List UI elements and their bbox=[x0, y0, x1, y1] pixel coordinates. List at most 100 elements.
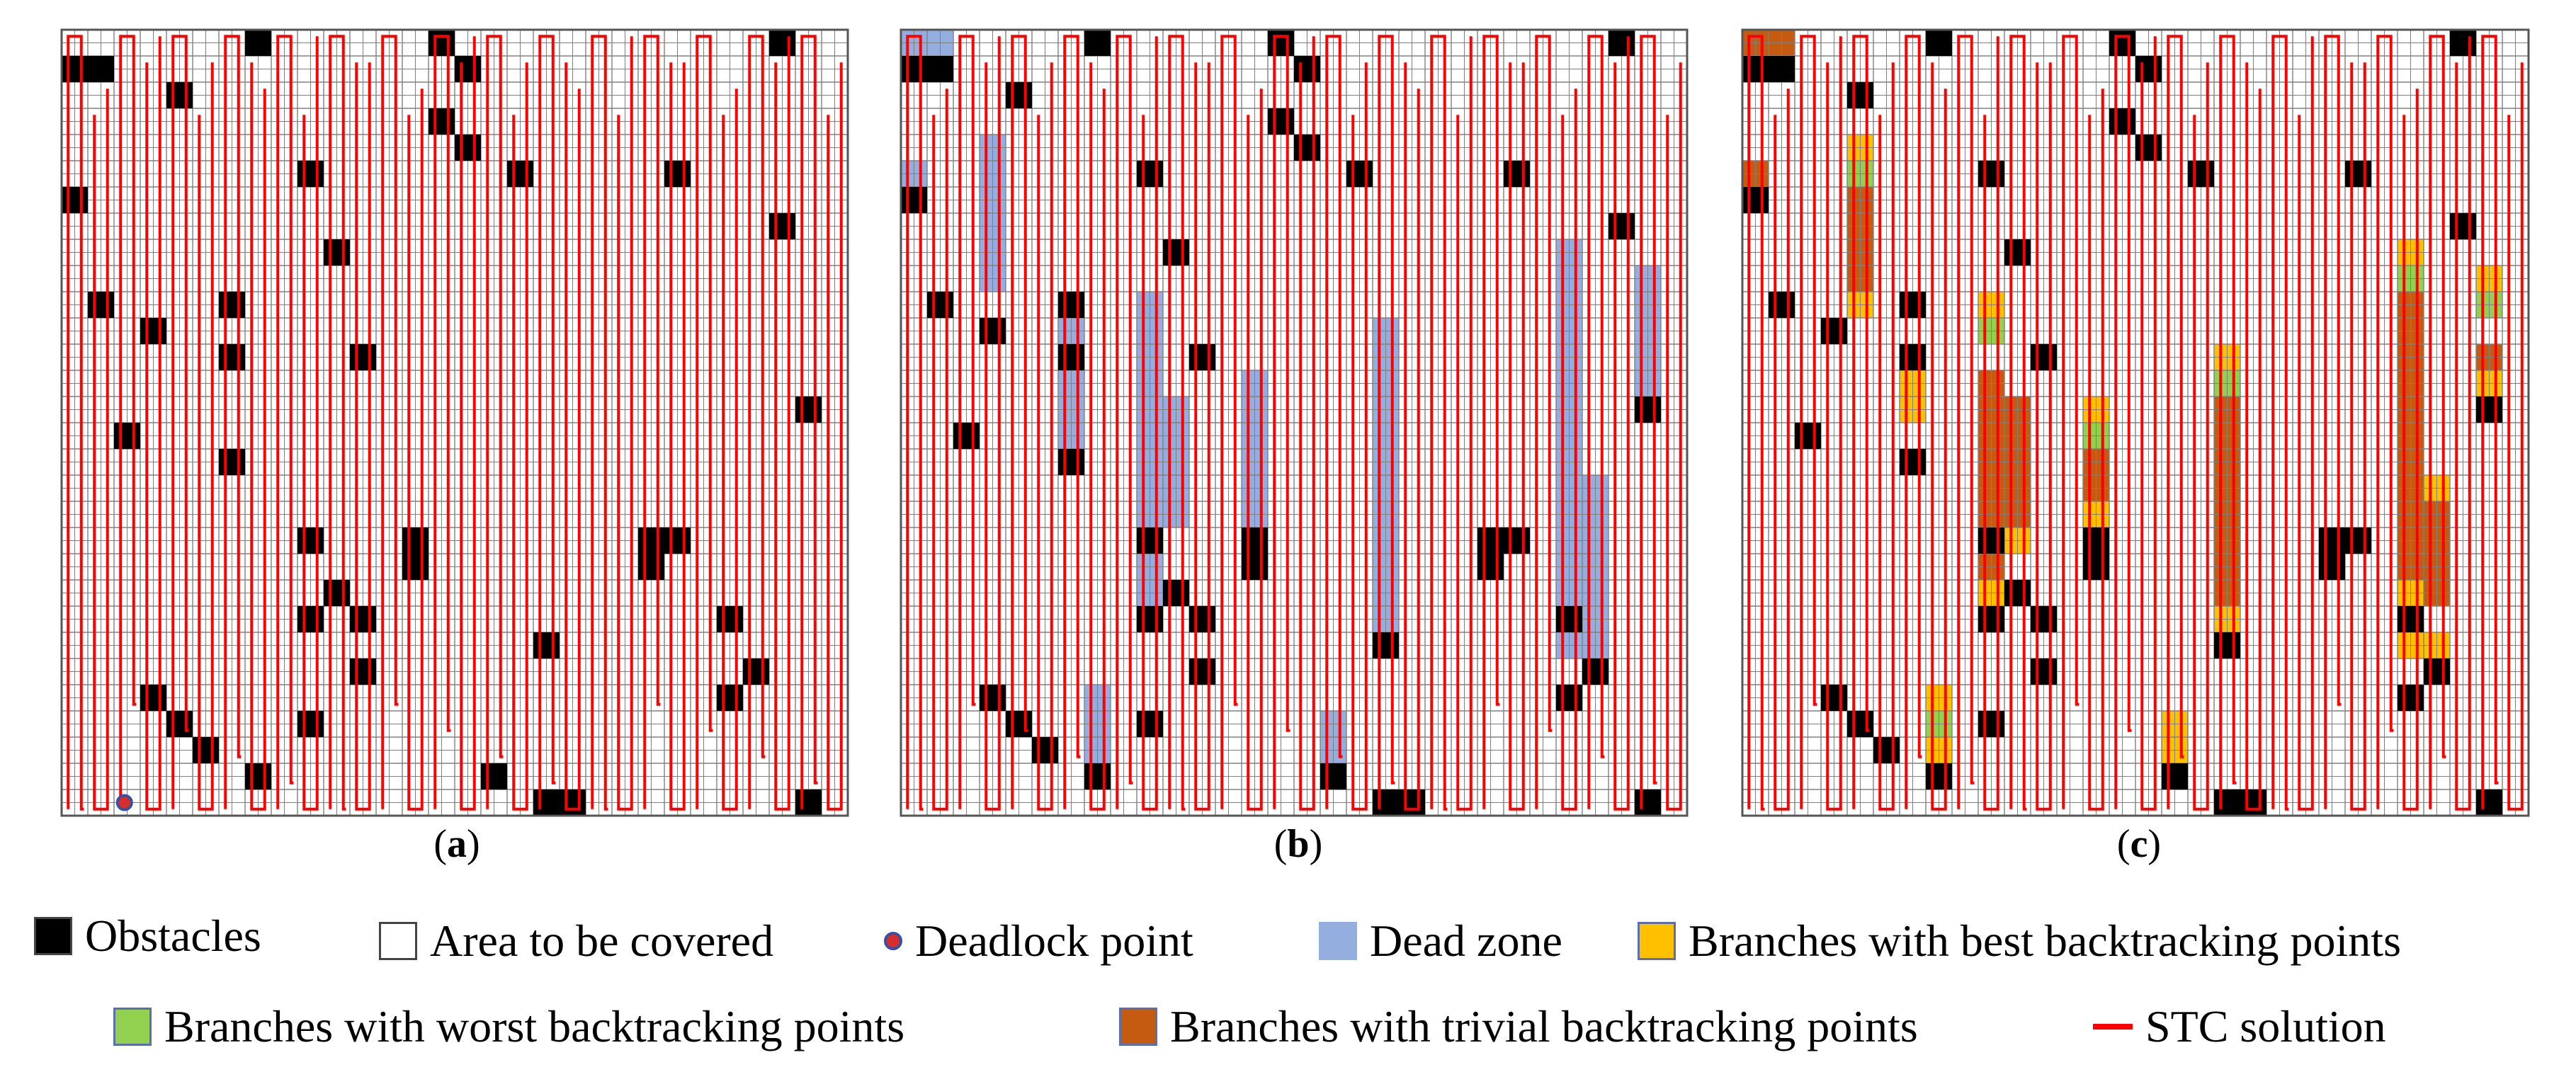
legend-obstacles-label: Obstacles bbox=[85, 911, 261, 961]
legend-dead-zone: Dead zone bbox=[1319, 915, 1562, 967]
obstacle-cell bbox=[980, 685, 1006, 711]
legend-stc: STC solution bbox=[2093, 1000, 2386, 1053]
obstacle-cell bbox=[481, 763, 507, 789]
obstacle-cell bbox=[1900, 344, 1926, 370]
obstacle-cell bbox=[245, 30, 271, 56]
obstacle-cell bbox=[901, 187, 927, 213]
legend-obstacles: Obstacles bbox=[34, 910, 261, 962]
obstacle-cell bbox=[1163, 239, 1189, 266]
obstacle-cell bbox=[1978, 528, 2004, 554]
caption-b: (b) bbox=[1273, 822, 1323, 866]
obstacle-cell bbox=[2476, 789, 2502, 816]
obstacle-cell bbox=[1373, 632, 1399, 658]
obstacle-cell bbox=[1399, 789, 1425, 816]
obstacle-cell bbox=[1978, 161, 2004, 187]
obstacle-cell bbox=[245, 763, 271, 789]
obstacle-cell bbox=[1795, 423, 1821, 449]
obstacle-cell bbox=[1742, 187, 1769, 213]
trivial-swatch bbox=[1119, 1008, 1157, 1046]
area-swatch bbox=[379, 922, 417, 960]
stc-line-icon bbox=[2093, 1024, 2133, 1030]
obstacle-cell bbox=[429, 108, 455, 135]
obstacle-cell bbox=[2424, 658, 2450, 685]
obstacle-cell bbox=[1137, 606, 1163, 632]
legend-deadlock: Deadlock point bbox=[884, 915, 1193, 967]
obstacle-cell bbox=[560, 789, 586, 816]
obstacle-cell bbox=[1847, 711, 1873, 737]
obstacle-cell bbox=[2450, 213, 2476, 239]
obstacle-cell bbox=[2004, 580, 2031, 606]
obstacle-cell bbox=[219, 344, 245, 370]
obstacle-cell bbox=[638, 528, 664, 554]
obstacle-cell bbox=[1504, 528, 1530, 554]
obstacle-cell bbox=[2004, 239, 2031, 266]
obstacle-cell bbox=[1978, 711, 2004, 737]
obstacle-cell bbox=[1821, 318, 1847, 344]
obstacle-cell bbox=[980, 318, 1006, 344]
obstacle-cell bbox=[1137, 161, 1163, 187]
obstacle-cell bbox=[2083, 554, 2109, 580]
obstacle-cell bbox=[2319, 528, 2345, 554]
grid-panel-c bbox=[1741, 28, 2530, 817]
dead-zone-swatch bbox=[1319, 922, 1357, 960]
obstacle-cell bbox=[638, 554, 664, 580]
obstacle-cell bbox=[1189, 658, 1215, 685]
obstacle-cell bbox=[769, 213, 795, 239]
obstacle-cell bbox=[140, 318, 166, 344]
obstacle-cell bbox=[2031, 606, 2057, 632]
obstacle-cell bbox=[193, 737, 219, 763]
obstacle-cell bbox=[297, 606, 324, 632]
grid-border bbox=[60, 28, 849, 817]
obstacle-cell bbox=[297, 161, 324, 187]
obstacle-cell bbox=[1058, 292, 1084, 318]
obstacle-cell bbox=[455, 135, 481, 161]
caption-a: (a) bbox=[433, 822, 480, 866]
obstacle-cell bbox=[1084, 30, 1111, 56]
obstacle-cell bbox=[927, 292, 953, 318]
obstacle-cell bbox=[769, 30, 795, 56]
obstacle-cell bbox=[1978, 606, 2004, 632]
obstacle-swatch bbox=[34, 917, 72, 955]
obstacle-cell bbox=[324, 239, 350, 266]
obstacle-cell bbox=[664, 528, 691, 554]
obstacle-cell bbox=[297, 711, 324, 737]
obstacle-cell bbox=[88, 56, 114, 82]
obstacle-cell bbox=[1032, 737, 1058, 763]
obstacle-cell bbox=[1242, 554, 1268, 580]
grid-border bbox=[1741, 28, 2530, 817]
obstacle-cell bbox=[1847, 82, 1873, 108]
obstacle-cell bbox=[2319, 554, 2345, 580]
obstacle-cell bbox=[166, 711, 193, 737]
obstacle-cell bbox=[1163, 580, 1189, 606]
grid-panel-a bbox=[60, 28, 849, 817]
obstacle-cell bbox=[1926, 763, 1952, 789]
obstacle-cell bbox=[717, 606, 743, 632]
stc-path bbox=[67, 35, 843, 811]
obstacle-cell bbox=[2109, 30, 2135, 56]
stc-path bbox=[906, 35, 1682, 811]
worst-swatch bbox=[113, 1008, 152, 1046]
obstacle-cell bbox=[88, 292, 114, 318]
obstacle-cell bbox=[1294, 135, 1320, 161]
obstacle-cell bbox=[2135, 135, 2162, 161]
obstacle-cell bbox=[2476, 397, 2502, 423]
obstacle-cell bbox=[1346, 161, 1373, 187]
grid-border bbox=[900, 28, 1689, 817]
obstacle-cell bbox=[324, 580, 350, 606]
obstacle-cell bbox=[717, 685, 743, 711]
obstacle-cell bbox=[927, 56, 953, 82]
obstacle-cell bbox=[219, 292, 245, 318]
obstacle-cell bbox=[297, 528, 324, 554]
coverage-grids bbox=[60, 28, 2530, 817]
obstacle-cell bbox=[455, 56, 481, 82]
obstacle-cell bbox=[1504, 161, 1530, 187]
obstacle-cell bbox=[1189, 606, 1215, 632]
obstacle-cell bbox=[1608, 213, 1635, 239]
obstacle-cell bbox=[2031, 344, 2057, 370]
obstacle-cell bbox=[1268, 108, 1294, 135]
obstacle-cell bbox=[2450, 30, 2476, 56]
obstacle-cell bbox=[2214, 789, 2240, 816]
obstacle-cell bbox=[1873, 737, 1900, 763]
obstacle-cell bbox=[1742, 56, 1769, 82]
obstacle-cell bbox=[1821, 685, 1847, 711]
